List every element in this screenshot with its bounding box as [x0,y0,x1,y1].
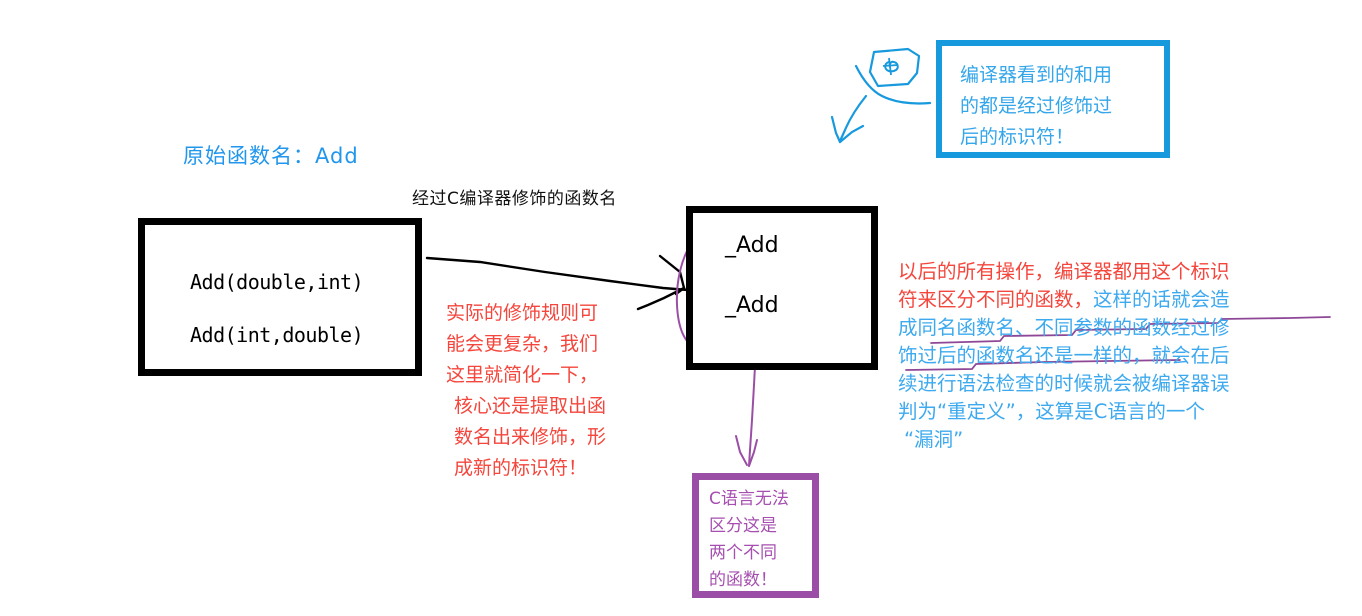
mangle-rule-note-line: 成新的标识符！ [454,457,588,479]
signature-line-1: Add(double,int) [190,270,364,294]
mangle-rule-note-line: 实际的修饰规则可 [446,302,599,324]
mangled-names-box: _Add _Add [686,206,878,370]
tag-icon [868,47,921,88]
compiler-note-callout: 编译器看到的和用 的都是经过修饰过 后的标识符！ [936,40,1170,158]
explain-blue-part: 成同名函数名、不同参数的函数经过修 [898,316,1230,339]
c-ambiguity-callout: C语言无法 区分这是 两个不同 的函数！ [692,473,819,598]
c-ambiguity-text: C语言无法 区分这是 两个不同 的函数！ [709,486,815,594]
explain-line: 饰过后的函数名还是一样的，就会在后 [898,342,1358,370]
explain-blue-part: 这样的话就会造 [1093,288,1230,311]
compiler-note-line: 后的标识符！ [960,126,1075,148]
explain-red-part: 符来区分不同的函数， [898,288,1094,311]
explain-line: 续进行语法检查的时候就会被编译器误 [898,370,1358,398]
mangle-rule-note-line: 能会更复杂，我们 [446,333,599,355]
explain-line: 符来区分不同的函数，这样的话就会造 [898,286,1358,314]
mangle-rule-note: 实际的修饰规则可 能会更复杂，我们 这里就简化一下， 核心还是提取出函 数名出来… [446,298,656,484]
c-ambiguity-line: 区分这是 [709,516,777,536]
compiler-note-line: 编译器看到的和用 [960,64,1113,86]
mangled-name-2: _Add [725,293,779,318]
explain-blue-part: 判为“重定义”，这算是C语言的一个 [898,400,1205,423]
mangle-rule-note-line: 数名出来修饰，形 [454,426,607,448]
explain-line: “漏洞” [898,426,1358,454]
overload-explanation-text: 以后的所有操作，编译器都用这个标识 符来区分不同的函数，这样的话就会造 成同名函… [898,258,1358,454]
explain-blue-part: “漏洞” [904,428,964,451]
mangled-function-name-label: 经过C编译器修饰的函数名 [412,189,617,209]
explain-line: 判为“重定义”，这算是C语言的一个 [898,398,1358,426]
c-ambiguity-line: C语言无法 [709,489,789,509]
explain-blue-part: 饰过后的函数名还是一样的，就会在后 [898,344,1230,367]
compiler-note-line: 的都是经过修饰过 [960,95,1113,117]
mangle-rule-note-line: 核心还是提取出函 [454,395,607,417]
explain-blue-part: 续进行语法检查的时候就会被编译器误 [898,372,1230,395]
explain-line: 成同名函数名、不同参数的函数经过修 [898,314,1358,342]
source-signatures-box: Add(double,int) Add(int,double) [138,218,422,376]
mangled-name-1: _Add [725,233,779,258]
explain-line: 以后的所有操作，编译器都用这个标识 [898,258,1358,286]
c-ambiguity-line: 的函数！ [709,570,777,590]
c-ambiguity-line: 两个不同 [709,543,777,563]
arrow-down-left-icon [830,64,932,144]
explain-red-part: 以后的所有操作，编译器都用这个标识 [898,260,1230,283]
original-function-name-label: 原始函数名：Add [183,144,359,168]
mangle-rule-note-line: 这里就简化一下， [446,364,599,386]
compiler-note-text: 编译器看到的和用 的都是经过修饰过 后的标识符！ [960,60,1156,153]
signature-line-2: Add(int,double) [190,323,364,347]
